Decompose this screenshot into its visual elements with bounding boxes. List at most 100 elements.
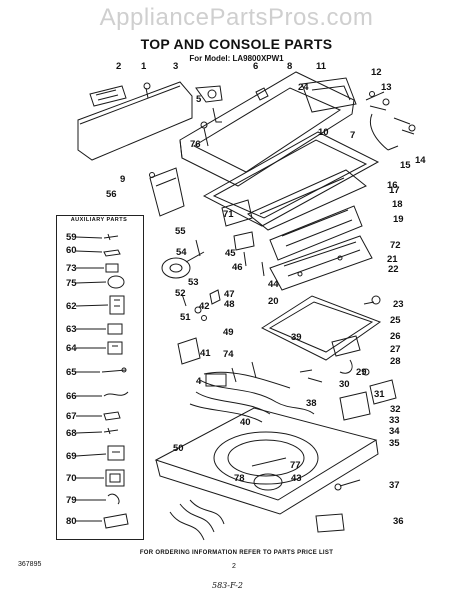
- part-41-shape: [177, 337, 201, 365]
- callout-59: 59: [66, 232, 77, 243]
- callout-48: 48: [224, 299, 235, 310]
- callout-60: 60: [66, 245, 77, 256]
- callout-3: 3: [173, 61, 179, 72]
- auxiliary-parts-header: AUXILIARY PARTS: [70, 217, 128, 223]
- callout-44: 44: [268, 279, 279, 290]
- part-11-shape: [301, 77, 357, 113]
- callout-27: 27: [390, 344, 401, 355]
- callout-43: 43: [291, 473, 302, 484]
- callout-67: 67: [66, 411, 77, 422]
- auxiliary-parts-box: [56, 215, 144, 540]
- part-45-shape: [233, 231, 265, 277]
- callout-56: 56: [106, 189, 117, 200]
- aux-part-64-shape: [107, 341, 123, 355]
- callout-6: 6: [253, 61, 259, 72]
- part-56-shape: [149, 167, 185, 217]
- aux-part-62-shape: [109, 295, 125, 315]
- callout-46: 46: [232, 262, 243, 273]
- part-18-shape: [247, 169, 367, 231]
- callout-51: 51: [180, 312, 191, 323]
- part-21-shape: [269, 235, 373, 291]
- callout-53: 53: [188, 277, 199, 288]
- part-37-shape: [334, 479, 361, 491]
- callout-33: 33: [389, 415, 400, 426]
- part-35-shape: [154, 407, 379, 515]
- callout-74: 74: [223, 349, 234, 360]
- part-27-shape: [331, 335, 370, 376]
- part-30-shape: [299, 369, 323, 383]
- aux-part-60-shape: [103, 249, 121, 257]
- aux-part-63-shape: [107, 323, 123, 335]
- callout-77: 77: [290, 460, 301, 471]
- callout-8: 8: [287, 61, 293, 72]
- part-53-shape: [161, 239, 205, 279]
- callout-18: 18: [392, 199, 403, 210]
- callout-28: 28: [390, 356, 401, 367]
- callout-25: 25: [390, 315, 401, 326]
- aux-part-80-shape: [103, 513, 129, 529]
- aux-part-67-shape: [103, 411, 121, 421]
- aux-part-69-shape: [107, 445, 125, 461]
- callout-54: 54: [176, 247, 187, 258]
- page-number: 2: [232, 563, 236, 570]
- callout-79: 79: [66, 495, 77, 506]
- part-77-shape: [251, 457, 287, 491]
- part-71-shape: [221, 199, 253, 227]
- callout-22: 22: [388, 264, 399, 275]
- part-40-shape: [189, 371, 315, 423]
- handwritten-note: 583-F-2: [212, 581, 243, 590]
- diagram-title: TOP AND CONSOLE PARTS: [140, 36, 333, 52]
- callout-39: 39: [291, 332, 302, 343]
- part-6-shape: [255, 87, 269, 101]
- callout-62: 62: [66, 301, 77, 312]
- callout-12: 12: [371, 67, 382, 78]
- callout-50: 50: [173, 443, 184, 454]
- callout-49: 49: [223, 327, 234, 338]
- part-32-shape: [339, 379, 397, 421]
- callout-40: 40: [240, 417, 251, 428]
- watermark: AppliancePartsPros.com: [99, 4, 374, 31]
- callout-76: 76: [190, 139, 201, 150]
- callout-68: 68: [66, 428, 77, 439]
- part-12-shape: [365, 91, 390, 111]
- callout-5: 5: [196, 94, 202, 105]
- callout-34: 34: [389, 426, 400, 437]
- callout-65: 65: [66, 367, 77, 378]
- callout-55: 55: [175, 226, 186, 237]
- callout-35: 35: [389, 438, 400, 449]
- callout-29: 29: [356, 367, 367, 378]
- callout-52: 52: [175, 288, 186, 299]
- callout-75: 75: [66, 278, 77, 289]
- part-23-shape: [363, 295, 381, 305]
- callout-78: 78: [234, 473, 245, 484]
- part-3-shape: [77, 81, 193, 161]
- callout-26: 26: [390, 331, 401, 342]
- aux-part-65-shape: [101, 367, 127, 373]
- callout-64: 64: [66, 343, 77, 354]
- callout-10: 10: [318, 127, 329, 138]
- callout-41: 41: [200, 348, 211, 359]
- part-1-shape: [143, 82, 151, 99]
- callout-24: 24: [298, 82, 309, 93]
- callout-9: 9: [120, 174, 126, 185]
- callout-13: 13: [381, 82, 392, 93]
- callout-20: 20: [268, 296, 279, 307]
- model-line: For Model: LA9800XPW1: [189, 54, 284, 63]
- callout-7: 7: [350, 130, 356, 141]
- aux-part-59-shape: [103, 233, 119, 241]
- callout-23: 23: [393, 299, 404, 310]
- callout-47: 47: [224, 289, 235, 300]
- callout-2: 2: [116, 61, 122, 72]
- part-47-shape: [181, 289, 221, 321]
- callout-38: 38: [306, 398, 317, 409]
- callout-45: 45: [225, 248, 236, 259]
- callout-31: 31: [374, 389, 385, 400]
- callout-17: 17: [389, 185, 400, 196]
- callout-1: 1: [141, 61, 147, 72]
- callout-66: 66: [66, 391, 77, 402]
- callout-15: 15: [400, 160, 411, 171]
- part-2-shape: [89, 85, 127, 107]
- callout-70: 70: [66, 473, 77, 484]
- callout-30: 30: [339, 379, 350, 390]
